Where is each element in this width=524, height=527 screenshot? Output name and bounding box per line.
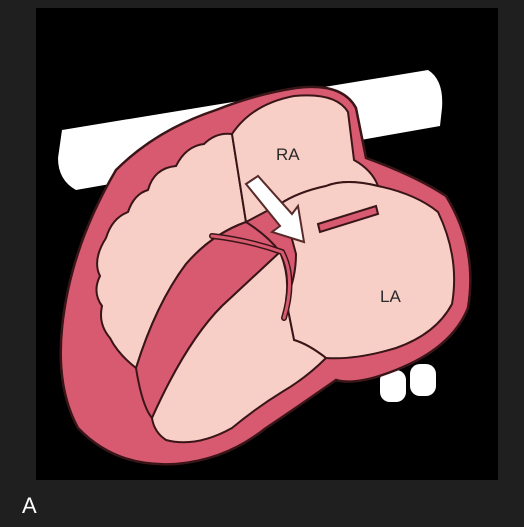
left-atrium-label: LA [380,287,401,306]
panel-letter: A [22,493,37,519]
heart-diagram-panel: RA LA [36,8,498,480]
pulmonary-vein-stub-2 [410,364,436,396]
right-atrium-label: RA [276,145,300,164]
heart-diagram: RA LA [36,8,498,480]
